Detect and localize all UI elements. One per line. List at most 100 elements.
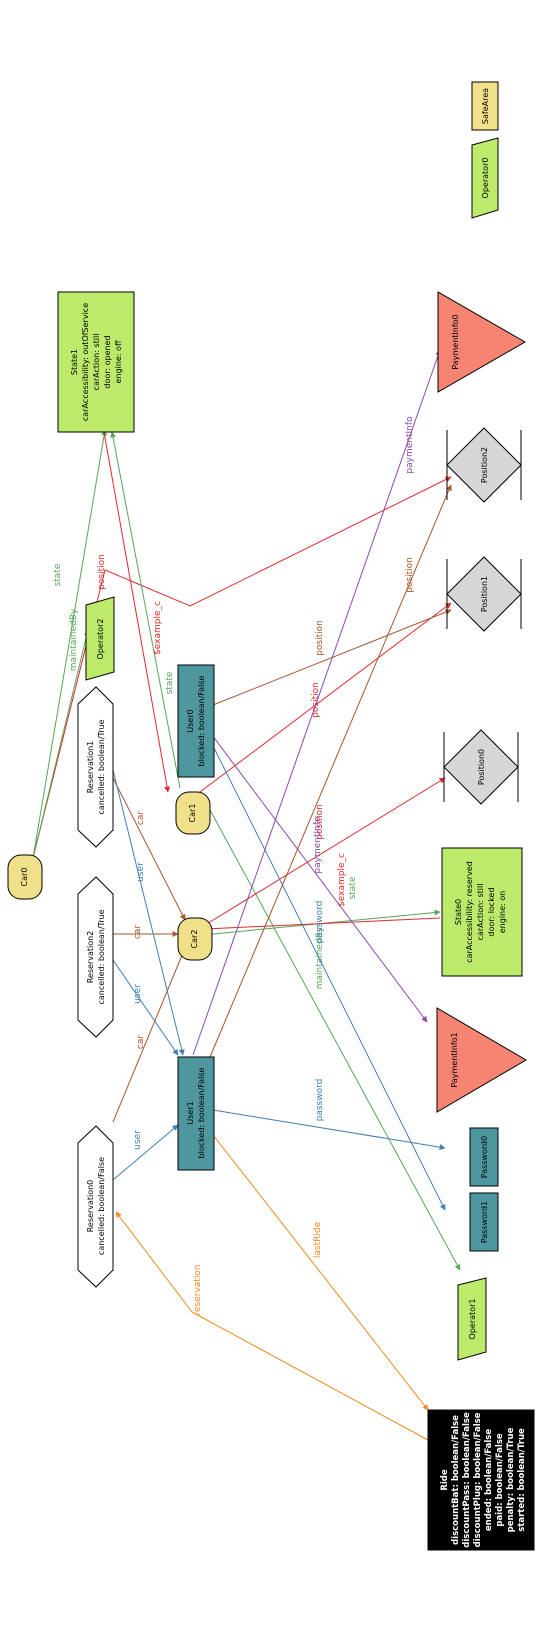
edge-label-ride-reservation: reservation xyxy=(193,1264,203,1315)
car1-label: Car1 xyxy=(188,804,197,823)
node-car2[interactable]: Car2 xyxy=(177,917,213,961)
edge-label-car2-state: state xyxy=(348,876,358,899)
edge-user1-password0 xyxy=(212,1109,446,1151)
position0-label: Position0 xyxy=(477,749,486,785)
node-car0[interactable]: Car0 xyxy=(7,854,43,900)
edge-res1-user1 xyxy=(112,769,185,1056)
position1-label: Position1 xyxy=(480,576,489,612)
edge-label-car0-maintained: maintainedBy xyxy=(69,608,79,671)
edge-label-res1-car: car xyxy=(136,811,146,825)
edges: state position maintainedBy state $examp… xyxy=(32,349,461,1441)
node-ride[interactable]: Ride discountBat: boolean/False discount… xyxy=(427,1409,535,1551)
edge-state0-car2 xyxy=(204,917,441,932)
reservation2-line-1: cancelled: boolean/True xyxy=(97,909,106,1004)
node-car1[interactable]: Car1 xyxy=(175,791,211,835)
node-user0[interactable]: User0 blocked: boolean/False xyxy=(177,664,215,778)
state0-line-0: State0 xyxy=(454,899,463,925)
ride-line-4: ended: boolean/False xyxy=(484,1429,494,1531)
ride-line-7: started: boolean/True xyxy=(517,1428,527,1532)
state1-line-3: door: opened xyxy=(103,335,112,388)
edge-user1-position2 xyxy=(209,484,452,1058)
edge-label-car1-maintained: maintainedBy xyxy=(315,926,325,989)
edge-label-user1-position: position xyxy=(405,557,415,593)
safearea-label: SafeArea xyxy=(481,88,490,124)
edge-user0-password1 xyxy=(209,739,446,1211)
node-payment1[interactable]: PaymentInfo1 xyxy=(436,1007,527,1113)
state0-line-1: carAccessibility: reserved xyxy=(465,861,474,963)
node-position1[interactable]: Position1 xyxy=(446,556,522,632)
ride-line-5: paid: boolean/False xyxy=(495,1433,505,1527)
edge-label-res0-car: car xyxy=(136,1035,146,1049)
payment0-label: PaymentInfo0 xyxy=(451,314,460,369)
edge-user1-ride xyxy=(212,1134,429,1411)
state1-line-4: engine: off xyxy=(114,340,123,383)
edge-label-car0-state: state xyxy=(53,563,63,586)
edge-label-res0-user: user xyxy=(133,1130,143,1150)
car2-label: Car2 xyxy=(190,930,199,949)
edge-car0-position2 xyxy=(32,476,452,859)
edge-car2-position0 xyxy=(204,777,446,926)
edge-label-car1-position: position xyxy=(311,682,321,718)
operator2-label: Operator2 xyxy=(96,619,105,660)
reservation1-line-0: Reservation1 xyxy=(86,741,95,794)
edge-state1-car1 xyxy=(103,431,171,793)
user0-line-1: blocked: boolean/False xyxy=(197,675,206,766)
state1-line-2: carAction: still xyxy=(92,334,101,391)
node-state0[interactable]: State0 carAccessibility: reserved carAct… xyxy=(441,847,523,977)
edge-label-car2-position: position xyxy=(315,804,325,840)
edge-label-res1-user: user xyxy=(136,862,146,882)
ride-line-2: discountPass: boolean/False xyxy=(462,1412,472,1548)
reservation0-line-1: cancelled: boolean/False xyxy=(97,1157,106,1255)
node-operator1[interactable]: Operator1 xyxy=(457,1277,487,1361)
state0-line-2: carAction: still xyxy=(476,884,485,941)
node-reservation2[interactable]: Reservation2 cancelled: boolean/True xyxy=(77,876,114,1038)
node-reservation1[interactable]: Reservation1 cancelled: boolean/True xyxy=(77,686,114,848)
edge-label-car1-state: state xyxy=(165,671,175,694)
node-reservation0[interactable]: Reservation0 cancelled: boolean/False xyxy=(77,1125,114,1288)
car0-label: Car0 xyxy=(20,868,29,887)
state0-line-4: engine: on xyxy=(498,891,507,934)
node-operator2[interactable]: Operator2 xyxy=(85,596,115,681)
edge-res1-car2 xyxy=(112,777,186,921)
node-password1[interactable]: Password1 xyxy=(469,1192,499,1252)
node-state1[interactable]: State1 carAccessibility: outOfService ca… xyxy=(57,291,135,433)
edge-label-user1-payment: paymentInfo xyxy=(405,416,415,474)
node-password0[interactable]: Password0 xyxy=(469,1127,499,1187)
node-operator0[interactable]: Operator0 xyxy=(471,137,499,219)
ride-line-3: discountPlug: boolean/False xyxy=(473,1412,483,1547)
reservation0-line-0: Reservation0 xyxy=(86,1180,95,1233)
edge-label-res2-user: user xyxy=(133,984,143,1004)
password1-label: Password1 xyxy=(480,1201,489,1243)
user1-line-1: blocked: boolean/False xyxy=(197,1067,206,1158)
ride-line-0: Ride xyxy=(440,1469,450,1491)
edge-label-car0-position: position xyxy=(97,554,107,590)
ride-line-6: penalty: boolean/True xyxy=(506,1427,516,1532)
state1-line-0: State1 xyxy=(70,349,79,375)
password0-label: Password0 xyxy=(480,1136,489,1178)
edge-car1-state1 xyxy=(110,431,181,789)
state0-line-3: door: locked xyxy=(487,887,496,936)
reservation2-line-0: Reservation2 xyxy=(86,931,95,984)
node-safearea[interactable]: SafeArea xyxy=(471,81,499,131)
reservation1-line-1: cancelled: boolean/True xyxy=(97,719,106,814)
edge-label-state0-example: $example_c xyxy=(337,853,347,907)
edge-user0-payment1 xyxy=(211,734,428,1023)
ride-line-1: discountBat: boolean/False xyxy=(451,1415,461,1545)
operator1-label: Operator1 xyxy=(468,1299,477,1340)
position2-label: Position2 xyxy=(480,447,489,483)
edge-label-res2-car: car xyxy=(133,925,143,939)
node-user1[interactable]: User1 blocked: boolean/False xyxy=(177,1056,215,1171)
node-position2[interactable]: Position2 xyxy=(446,427,522,503)
node-position0[interactable]: Position0 xyxy=(443,729,519,805)
node-payment0[interactable]: PaymentInfo0 xyxy=(437,291,527,393)
payment1-label: PaymentInfo1 xyxy=(450,1032,459,1087)
state1-line-1: carAccessibility: outOfService xyxy=(81,303,90,421)
edge-label-user0-position: position xyxy=(315,620,325,656)
edge-car0-operator2 xyxy=(32,629,90,859)
edge-car1-operator1 xyxy=(209,809,461,1271)
edge-label-state1-example: $example_c xyxy=(153,601,163,655)
edge-label-user0-payment: paymentInfo xyxy=(313,816,323,874)
edge-user1-payment0 xyxy=(192,349,442,1056)
edge-label-user1-password: password xyxy=(315,1079,325,1122)
